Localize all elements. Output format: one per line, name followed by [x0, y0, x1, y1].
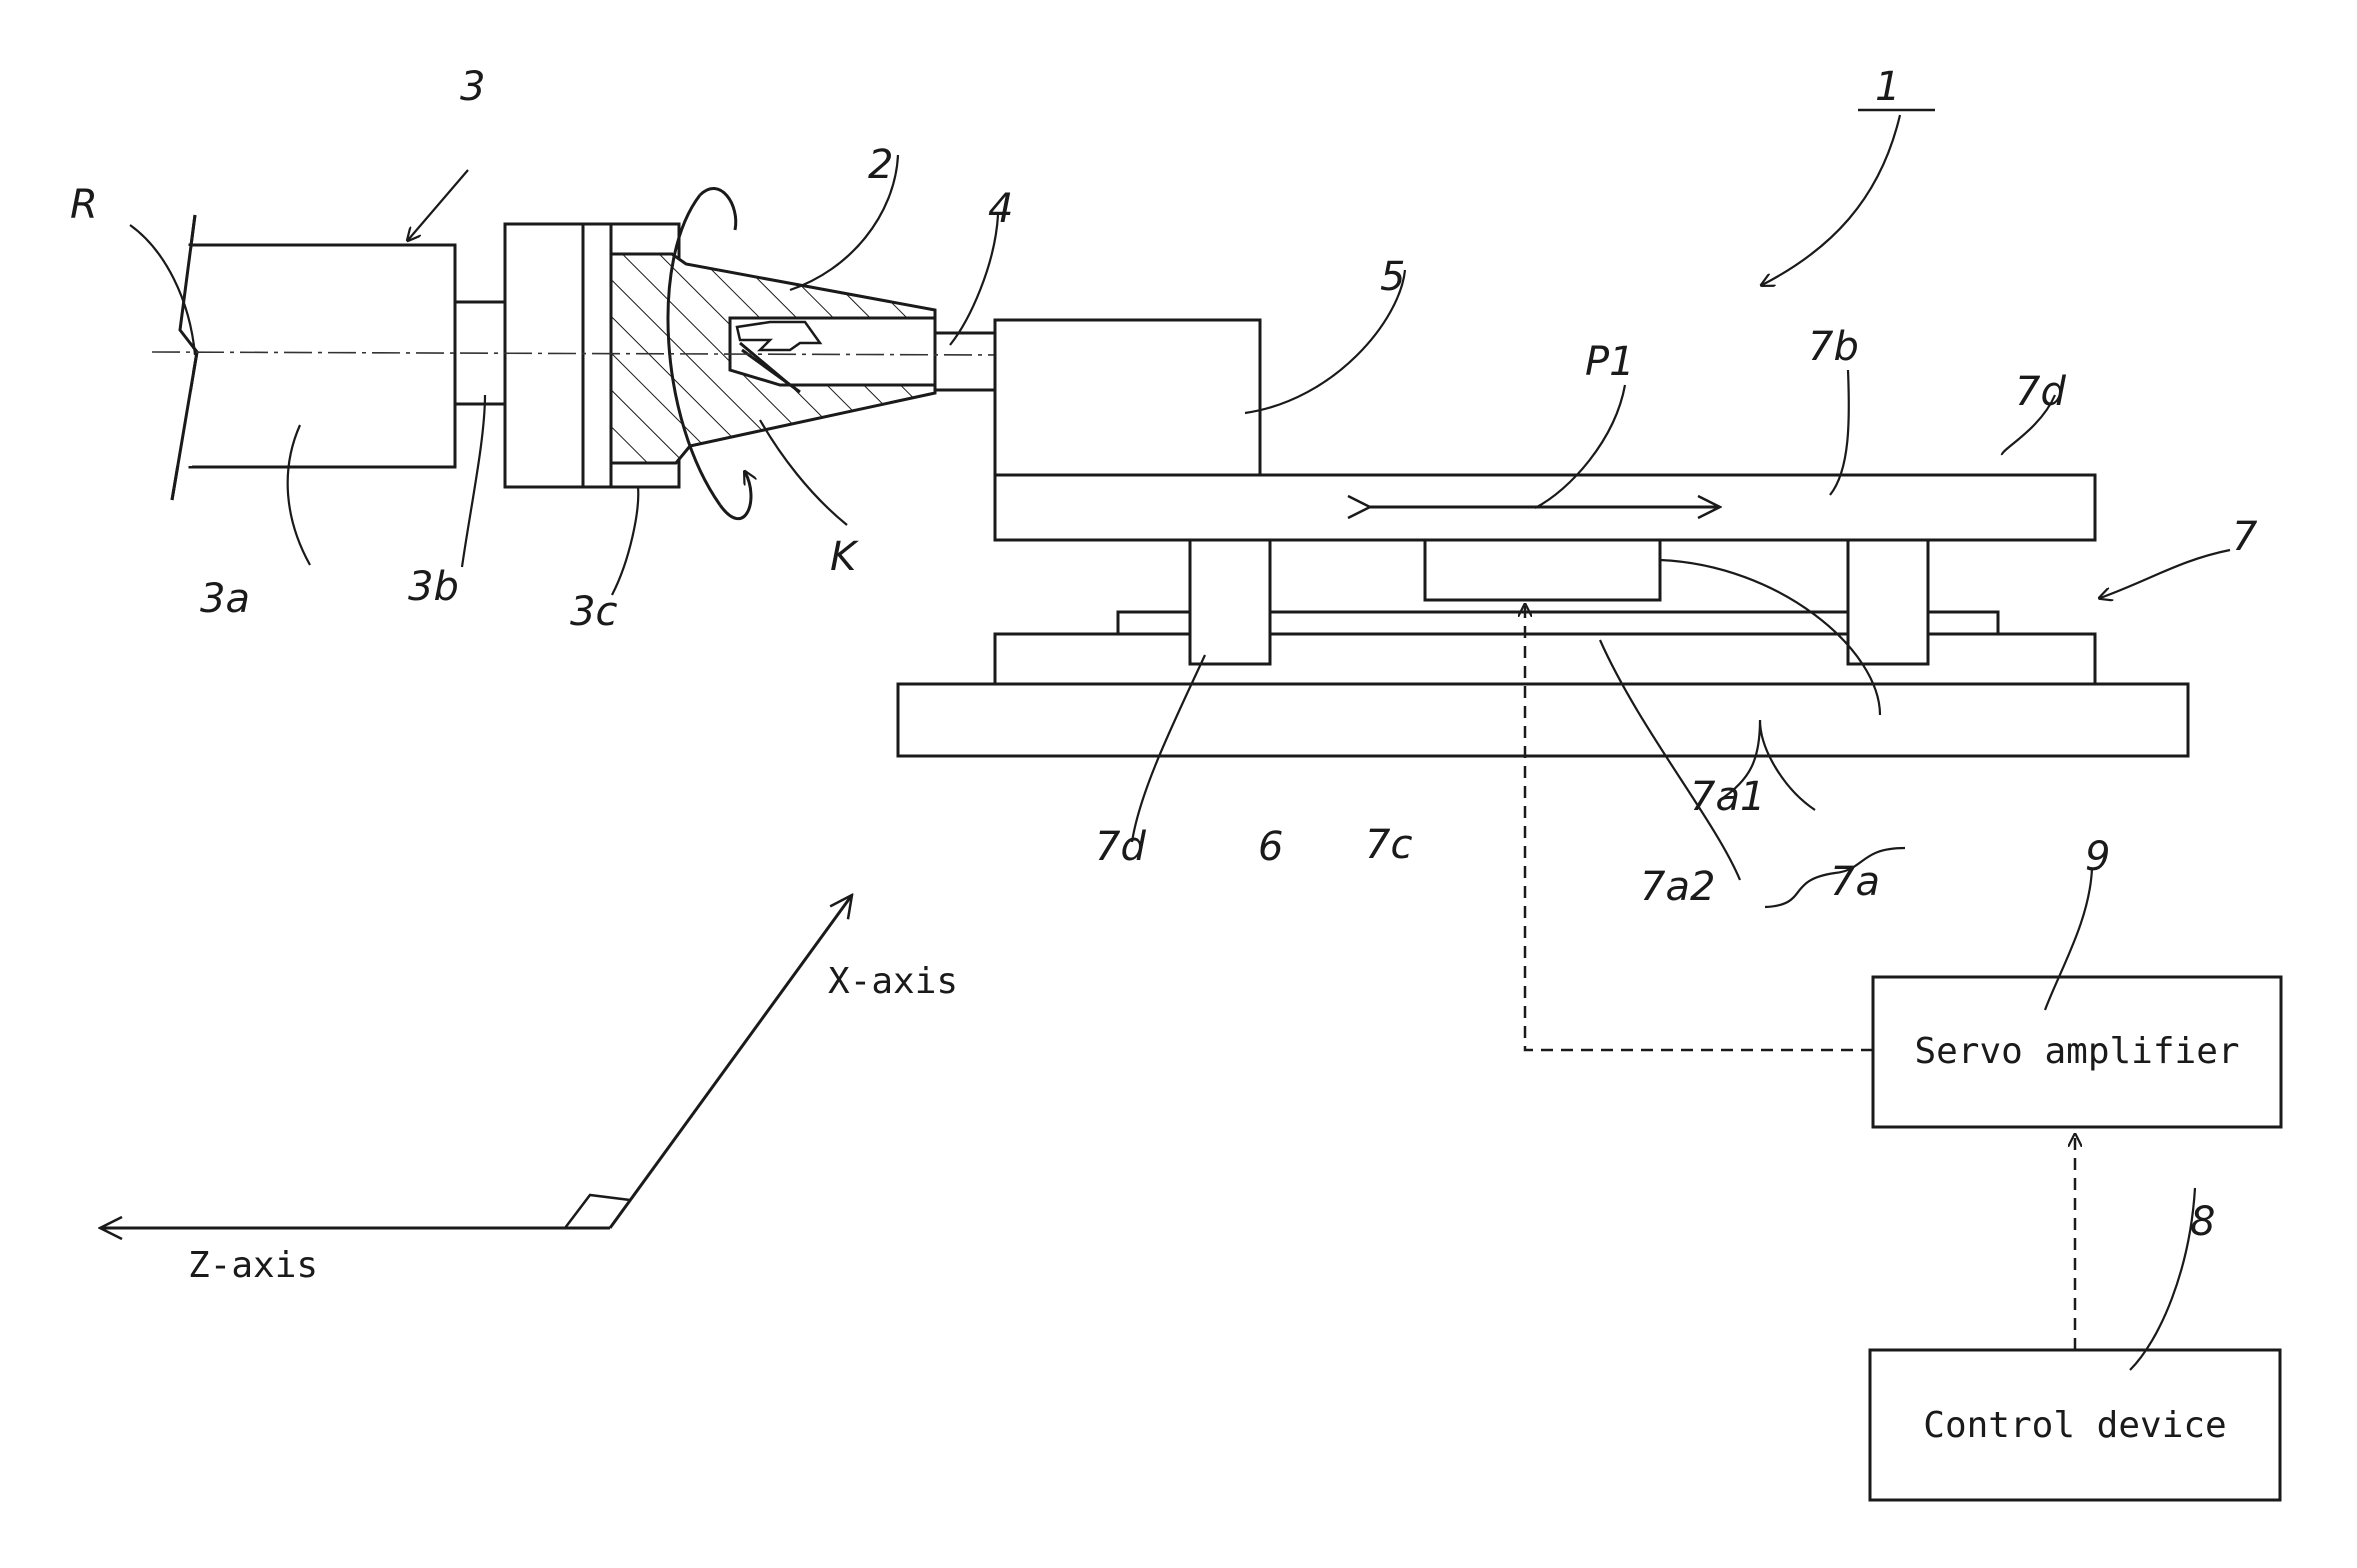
label-k: K: [830, 534, 859, 580]
spindle-motor-3a: [190, 245, 455, 467]
label-2: 2: [868, 142, 893, 188]
x-axis-arrow: [610, 895, 852, 1228]
label-1: 1: [1875, 64, 1900, 110]
guide-block-7d-left: [1190, 540, 1270, 664]
label-8: 8: [2190, 1199, 2215, 1245]
servo-amplifier-label: Servo amplifier: [1914, 1031, 2239, 1072]
label-7d-bottom: 7d: [1095, 824, 1146, 870]
label-5: 5: [1380, 254, 1405, 300]
label-7a1: 7a1: [1690, 774, 1765, 820]
linear-motor-mover-7a1: [1425, 540, 1660, 600]
label-4: 4: [988, 186, 1013, 232]
label-3a: 3a: [200, 576, 250, 622]
label-r: R: [70, 182, 98, 228]
label-3c: 3c: [570, 589, 617, 635]
bed-6: [898, 684, 2188, 756]
label-6: 6: [1258, 824, 1283, 870]
label-3: 3: [460, 64, 485, 110]
label-7d-top: 7d: [2015, 369, 2066, 415]
guide-block-7d-right: [1848, 540, 1928, 664]
slide-table-7: [898, 475, 2188, 756]
control-device-label: Control device: [1923, 1405, 2226, 1446]
x-axis-label: X-axis: [828, 961, 958, 1002]
label-9: 9: [2085, 834, 2110, 880]
label-7c: 7c: [1365, 822, 1412, 868]
label-3b: 3b: [408, 564, 459, 610]
axis-indicator: [100, 895, 852, 1228]
label-p1: P1: [1585, 339, 1635, 385]
chuck-flange-3c: [505, 224, 583, 487]
label-7b: 7b: [1808, 324, 1859, 370]
base-7c: [995, 634, 2095, 684]
workpiece-holder-5: [995, 320, 1260, 480]
chuck-body-3c: [583, 224, 611, 487]
z-axis-label: Z-axis: [188, 1245, 318, 1286]
label-7a: 7a: [1830, 859, 1880, 905]
label-7a2: 7a2: [1640, 864, 1715, 910]
label-7: 7: [2232, 514, 2258, 560]
tool-shaft-4: [935, 333, 995, 390]
